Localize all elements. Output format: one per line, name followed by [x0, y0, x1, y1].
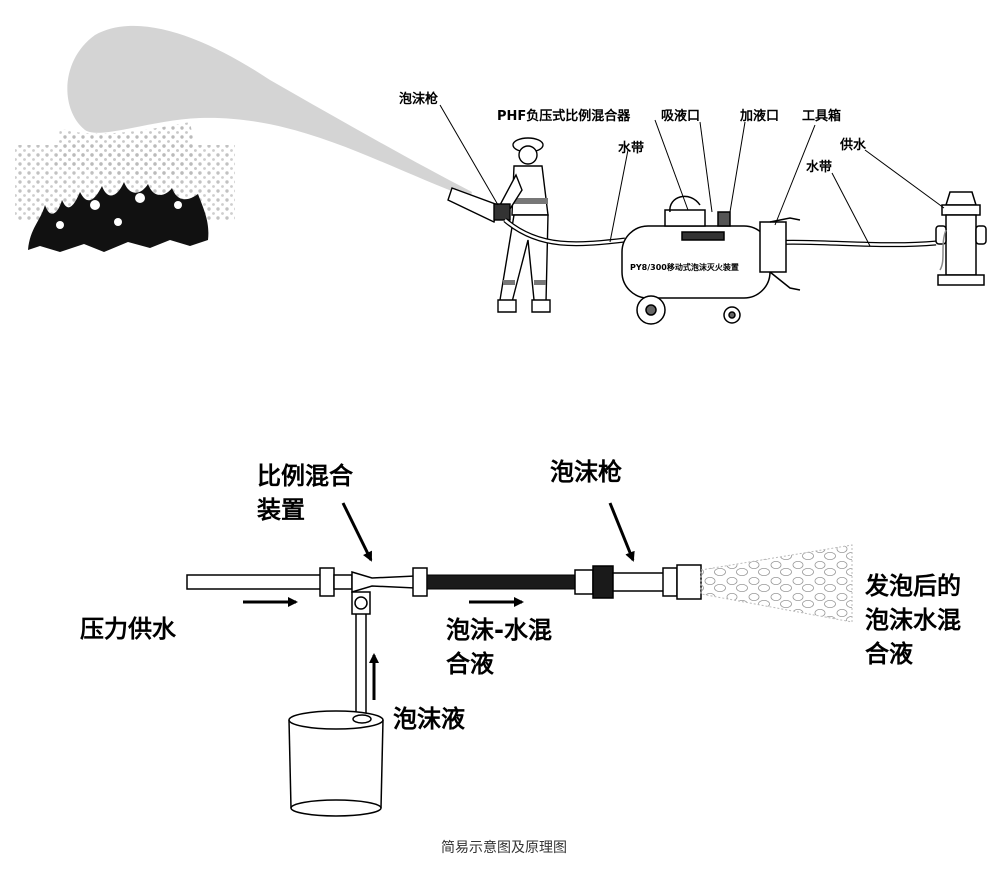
- label-foam-gun-top: 泡沫枪: [399, 91, 438, 107]
- label-proportioning-device-1: 比例混合: [257, 462, 354, 490]
- label-fill-port: 加液口: [739, 108, 779, 124]
- label-hose-right: 水带: [806, 159, 832, 175]
- mobile-foam-device: PY8/300移动式泡沫灭火装置: [621, 195, 801, 325]
- label-proportioner: PHF负压式比例混合器: [497, 108, 631, 124]
- expanded-foam-cone: [700, 544, 853, 623]
- device-nameplate: PY8/300移动式泡沫灭火装置: [630, 262, 739, 272]
- firefighter-figure: [497, 137, 551, 313]
- top-leader-lines: [439, 104, 945, 247]
- suction-tube: [355, 614, 367, 720]
- mix-hose: [426, 574, 578, 590]
- fire-hydrant-icon: [935, 191, 987, 286]
- arrow-to-proportioner: [341, 502, 373, 562]
- flow-arrows: [243, 502, 635, 700]
- label-foam-water-mix-2: 合液: [446, 650, 494, 678]
- foam-concentrate-bucket: [288, 710, 384, 817]
- label-expanded-foam-1: 发泡后的: [864, 572, 961, 600]
- foam-gun-icon: [447, 187, 511, 224]
- arrow-to-foam-gun: [608, 502, 635, 562]
- label-toolbox: 工具箱: [802, 108, 841, 124]
- figure-caption: 简易示意图及原理图: [441, 839, 567, 856]
- proportioning-device: [319, 567, 428, 615]
- label-expanded-foam-3: 合液: [865, 640, 913, 668]
- label-expanded-foam-2: 泡沫水混: [865, 606, 961, 634]
- water-inlet-pipe: [186, 574, 323, 590]
- label-proportioning-device-2: 装置: [257, 496, 305, 524]
- label-water-supply: 供水: [839, 137, 867, 153]
- top-illustration: PY8/300移动式泡沫灭火装置 泡沫枪 PHF负压式比例混合器 吸液口: [15, 25, 987, 325]
- foam-gun-assembly: [574, 564, 702, 600]
- label-hose-left: 水带: [618, 140, 644, 156]
- bottom-schematic: 比例混合 装置 泡沫枪 压力供水 泡沫-水混 合液 泡沫液 发泡后的 泡沫水混 …: [80, 458, 961, 817]
- label-suction-port: 吸液口: [661, 108, 700, 124]
- label-foam-water-mix-1: 泡沫-水混: [446, 616, 552, 644]
- foam-spray-plume: [15, 25, 472, 220]
- label-foam-gun-bottom: 泡沫枪: [550, 458, 622, 486]
- fire-silhouette: [28, 182, 209, 252]
- label-foam-concentrate: 泡沫液: [393, 705, 465, 733]
- label-pressure-water: 压力供水: [80, 615, 177, 643]
